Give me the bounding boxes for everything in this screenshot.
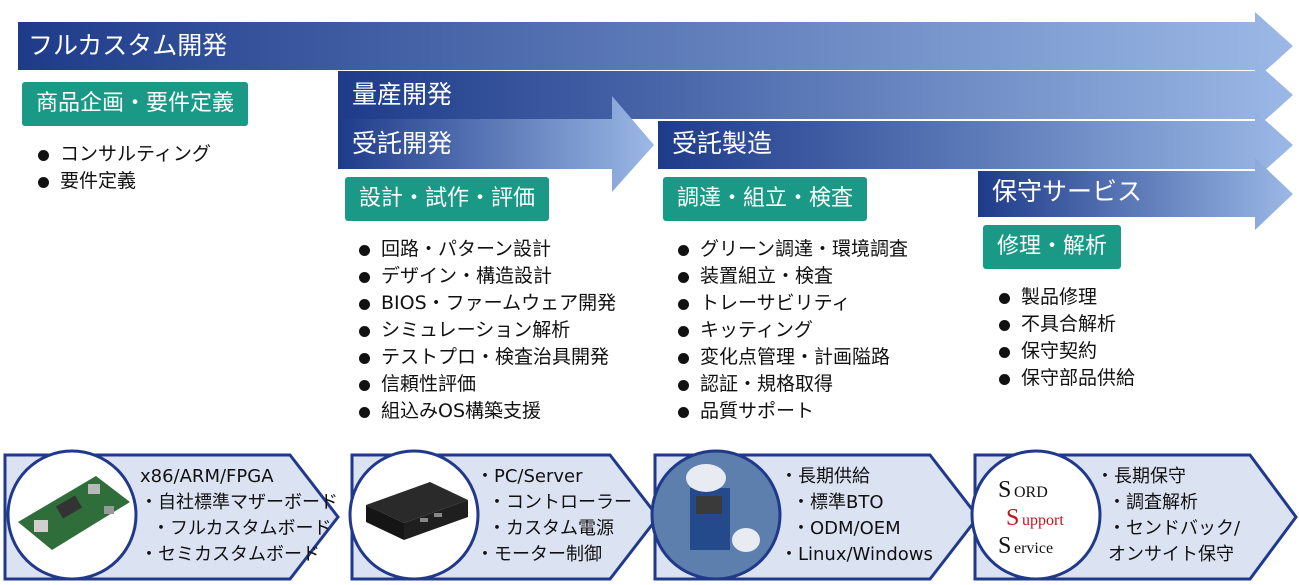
panel-line: x86/ARM/FPGA bbox=[140, 466, 274, 487]
panel-line: ・モーター制御 bbox=[476, 544, 602, 565]
panel-line: オンサイト保守 bbox=[1108, 544, 1234, 565]
arrow-contract-dev bbox=[338, 96, 654, 192]
list-item: キッティング bbox=[674, 317, 908, 344]
panel-pc-text: ・PC/Server ・コントローラー ・カスタム電源 ・モーター制御 bbox=[476, 464, 632, 568]
list-item: シミュレーション解析 bbox=[355, 317, 616, 344]
list-item: BIOS・ファームウェア開発 bbox=[355, 290, 616, 317]
arrow-label-full-custom: フルカスタム開発 bbox=[28, 31, 228, 60]
panel-support-text: ・長期保守 ・調査解析 ・センドバック/ オンサイト保守 bbox=[1096, 464, 1240, 568]
list-item: トレーサビリティ bbox=[674, 290, 908, 317]
arrow-label-contract-mfg: 受託製造 bbox=[672, 129, 773, 158]
svg-text:ervice: ervice bbox=[1014, 540, 1053, 557]
panel-line: ・カスタム電源 bbox=[488, 518, 614, 539]
panel-line: ・セミカスタムボード bbox=[140, 544, 320, 565]
manufacturing-photo bbox=[650, 449, 782, 581]
list-item: 信頼性評価 bbox=[355, 371, 616, 398]
arrow-full-custom bbox=[18, 12, 1293, 80]
svg-text:ORD: ORD bbox=[1014, 484, 1048, 501]
arrow-maintenance bbox=[978, 158, 1293, 230]
list-procurement: グリーン調達・環境調査 装置組立・検査 トレーサビリティ キッティング 変化点管… bbox=[674, 236, 908, 425]
panel-line: ・自社標準マザーボード bbox=[140, 492, 338, 513]
panel-line: ・コントローラー bbox=[488, 492, 632, 513]
support-logo: S ORD S upport S ervice bbox=[970, 449, 1102, 581]
list-planning: コンサルティング 要件定義 bbox=[34, 141, 211, 195]
tag-planning: 商品企画・要件定義 bbox=[22, 82, 249, 126]
panel-line: ・Linux/Windows bbox=[780, 544, 933, 565]
tag-repair: 修理・解析 bbox=[983, 225, 1122, 269]
svg-text:upport: upport bbox=[1022, 512, 1064, 529]
panel-manufacturing-text: ・長期供給 ・標準BTO ・ODM/OEM ・Linux/Windows bbox=[780, 464, 933, 568]
panel-line: ・調査解析 bbox=[1108, 492, 1198, 513]
arrow-label-contract-dev: 受託開発 bbox=[352, 129, 453, 158]
list-item: 装置組立・検査 bbox=[674, 263, 908, 290]
arrow-contract-mfg bbox=[658, 111, 1293, 179]
list-item: 回路・パターン設計 bbox=[355, 236, 616, 263]
list-item: 認証・規格取得 bbox=[674, 371, 908, 398]
list-item: コンサルティング bbox=[34, 141, 211, 168]
tag-design: 設計・試作・評価 bbox=[345, 177, 550, 221]
list-item: 保守契約 bbox=[995, 338, 1135, 365]
list-item: 不具合解析 bbox=[995, 311, 1135, 338]
svg-text:S: S bbox=[1006, 505, 1019, 531]
list-item: 製品修理 bbox=[995, 284, 1135, 311]
tag-procurement: 調達・組立・検査 bbox=[663, 177, 868, 221]
arrow-label-mass-production: 量産開発 bbox=[352, 80, 453, 109]
panel-line: ・ODM/OEM bbox=[792, 518, 901, 539]
list-item: 組込みOS構築支援 bbox=[355, 398, 616, 425]
panel-line: ・長期供給 bbox=[780, 466, 870, 487]
list-item: グリーン調達・環境調査 bbox=[674, 236, 908, 263]
panel-board-text: x86/ARM/FPGA ・自社標準マザーボード ・フルカスタムボード ・セミカ… bbox=[140, 464, 338, 568]
panel-line: ・標準BTO bbox=[792, 492, 884, 513]
panel-line: ・フルカスタムボード bbox=[152, 518, 332, 539]
arrow-label-maintenance: 保守サービス bbox=[992, 177, 1143, 206]
list-item: 要件定義 bbox=[34, 168, 211, 195]
panel-line: ・PC/Server bbox=[476, 466, 583, 487]
board-photo bbox=[6, 449, 138, 581]
list-item: デザイン・構造設計 bbox=[355, 263, 616, 290]
panel-line: ・長期保守 bbox=[1096, 466, 1186, 487]
list-item: テストプロ・検査治具開発 bbox=[355, 344, 616, 371]
list-item: 変化点管理・計画隘路 bbox=[674, 344, 908, 371]
list-repair: 製品修理 不具合解析 保守契約 保守部品供給 bbox=[995, 284, 1135, 392]
svg-text:S: S bbox=[998, 533, 1011, 559]
list-design: 回路・パターン設計 デザイン・構造設計 BIOS・ファームウェア開発 シミュレー… bbox=[355, 236, 616, 425]
pc-photo bbox=[348, 449, 480, 581]
arrow-mass-production bbox=[338, 61, 1293, 129]
list-item: 保守部品供給 bbox=[995, 365, 1135, 392]
svg-text:S: S bbox=[998, 477, 1011, 503]
list-item: 品質サポート bbox=[674, 398, 908, 425]
panel-line: ・センドバック/ bbox=[1108, 518, 1241, 539]
